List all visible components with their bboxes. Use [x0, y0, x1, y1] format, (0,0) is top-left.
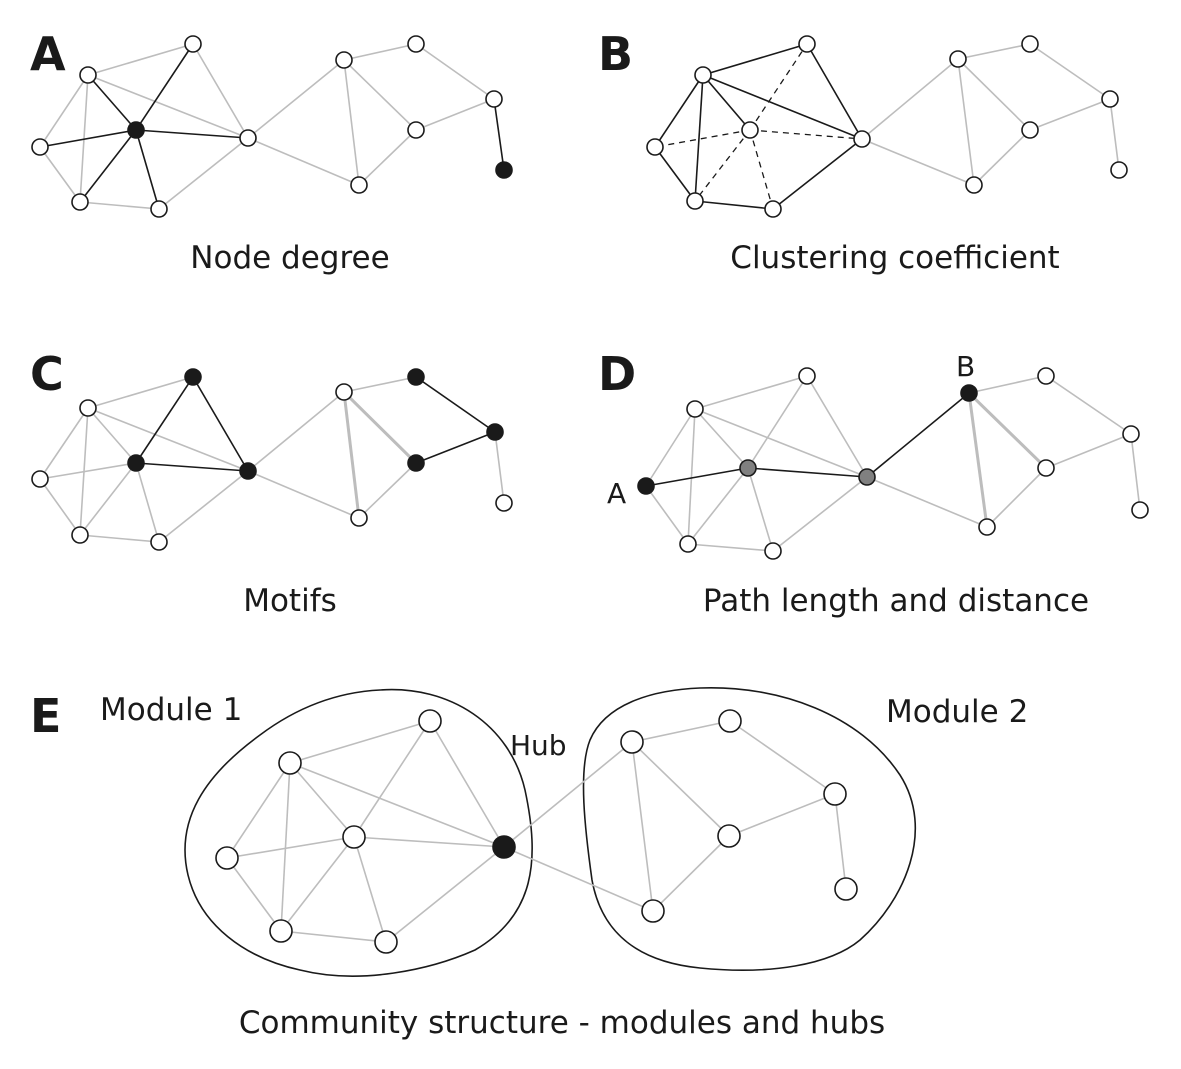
motif-node [184, 368, 202, 386]
node [718, 709, 742, 733]
panel-b-nodes [646, 35, 1128, 218]
node [694, 66, 712, 84]
node [278, 751, 302, 775]
hub-label: Hub [510, 729, 567, 762]
node [823, 782, 847, 806]
node [1110, 161, 1128, 179]
node [679, 535, 697, 553]
node [1037, 459, 1055, 477]
node [717, 824, 741, 848]
node [215, 846, 239, 870]
node [239, 129, 257, 147]
node [374, 930, 398, 954]
node [418, 709, 442, 733]
node [350, 509, 368, 527]
panel-b-caption: Clustering coefficient [730, 240, 1059, 276]
node [184, 35, 202, 53]
node [269, 919, 293, 943]
panel-e-network [184, 687, 916, 977]
path-start-node [637, 477, 655, 495]
node [741, 121, 759, 139]
node [1021, 35, 1039, 53]
panel-b-edges [654, 43, 1120, 210]
high-degree-node [127, 121, 145, 139]
panel-a-network [31, 35, 513, 218]
motif-node [486, 423, 504, 441]
node [335, 383, 353, 401]
node [834, 877, 858, 901]
node [764, 200, 782, 218]
panel-c-caption: Motifs [243, 583, 337, 619]
node [485, 90, 503, 108]
panel-d-caption: Path length and distance [703, 583, 1089, 619]
node [71, 526, 89, 544]
node [407, 121, 425, 139]
path-end-label: B [956, 350, 975, 383]
panel-a-edges [39, 43, 505, 210]
path-intermediate-node [858, 468, 876, 486]
panel-b-network [646, 35, 1128, 218]
node [686, 400, 704, 418]
panel-c-network [31, 368, 513, 551]
node [978, 518, 996, 536]
module-1-outline [184, 688, 533, 977]
motif-node [407, 368, 425, 386]
node [965, 176, 983, 194]
panel-d-network [637, 367, 1149, 560]
hub-node [492, 835, 516, 859]
node [1037, 367, 1055, 385]
node [407, 35, 425, 53]
module-2-outline [582, 687, 916, 971]
panel-d-nodes [637, 367, 1149, 560]
node [335, 51, 353, 69]
node [949, 50, 967, 68]
node [31, 470, 49, 488]
panel-e-nodes [215, 709, 858, 954]
module-2-label: Module 2 [886, 694, 1028, 730]
node [495, 494, 513, 512]
node [1122, 425, 1140, 443]
node [853, 130, 871, 148]
motif-node [407, 454, 425, 472]
panel-letter-e: E [30, 689, 61, 743]
node [71, 193, 89, 211]
node [350, 176, 368, 194]
node [1021, 121, 1039, 139]
node [620, 730, 644, 754]
panel-e-edges [226, 720, 847, 943]
node [764, 542, 782, 560]
module-1-label: Module 1 [100, 692, 242, 728]
path-end-node [960, 384, 978, 402]
panel-a-caption: Node degree [190, 240, 389, 276]
node [150, 200, 168, 218]
path-intermediate-node [739, 459, 757, 477]
motif-node [239, 462, 257, 480]
panel-a-nodes [31, 35, 513, 218]
panel-letter-d: D [598, 347, 636, 401]
panel-e-caption: Community structure - modules and hubs [239, 1005, 885, 1041]
node [79, 66, 97, 84]
node [79, 399, 97, 417]
node [686, 192, 704, 210]
path-start-label: A [607, 477, 626, 510]
node [31, 138, 49, 156]
motif-node [127, 454, 145, 472]
node [646, 138, 664, 156]
panel-c-nodes [31, 368, 513, 551]
node [798, 35, 816, 53]
panel-d-edges [645, 375, 1141, 552]
node [1101, 90, 1119, 108]
node [342, 825, 366, 849]
low-degree-node [495, 161, 513, 179]
node [1131, 501, 1149, 519]
node [798, 367, 816, 385]
node [641, 899, 665, 923]
panel-c-edges [39, 376, 505, 543]
panel-letter-a: A [30, 27, 66, 81]
node [150, 533, 168, 551]
panel-letter-b: B [598, 27, 633, 81]
panel-letter-c: C [30, 347, 64, 401]
